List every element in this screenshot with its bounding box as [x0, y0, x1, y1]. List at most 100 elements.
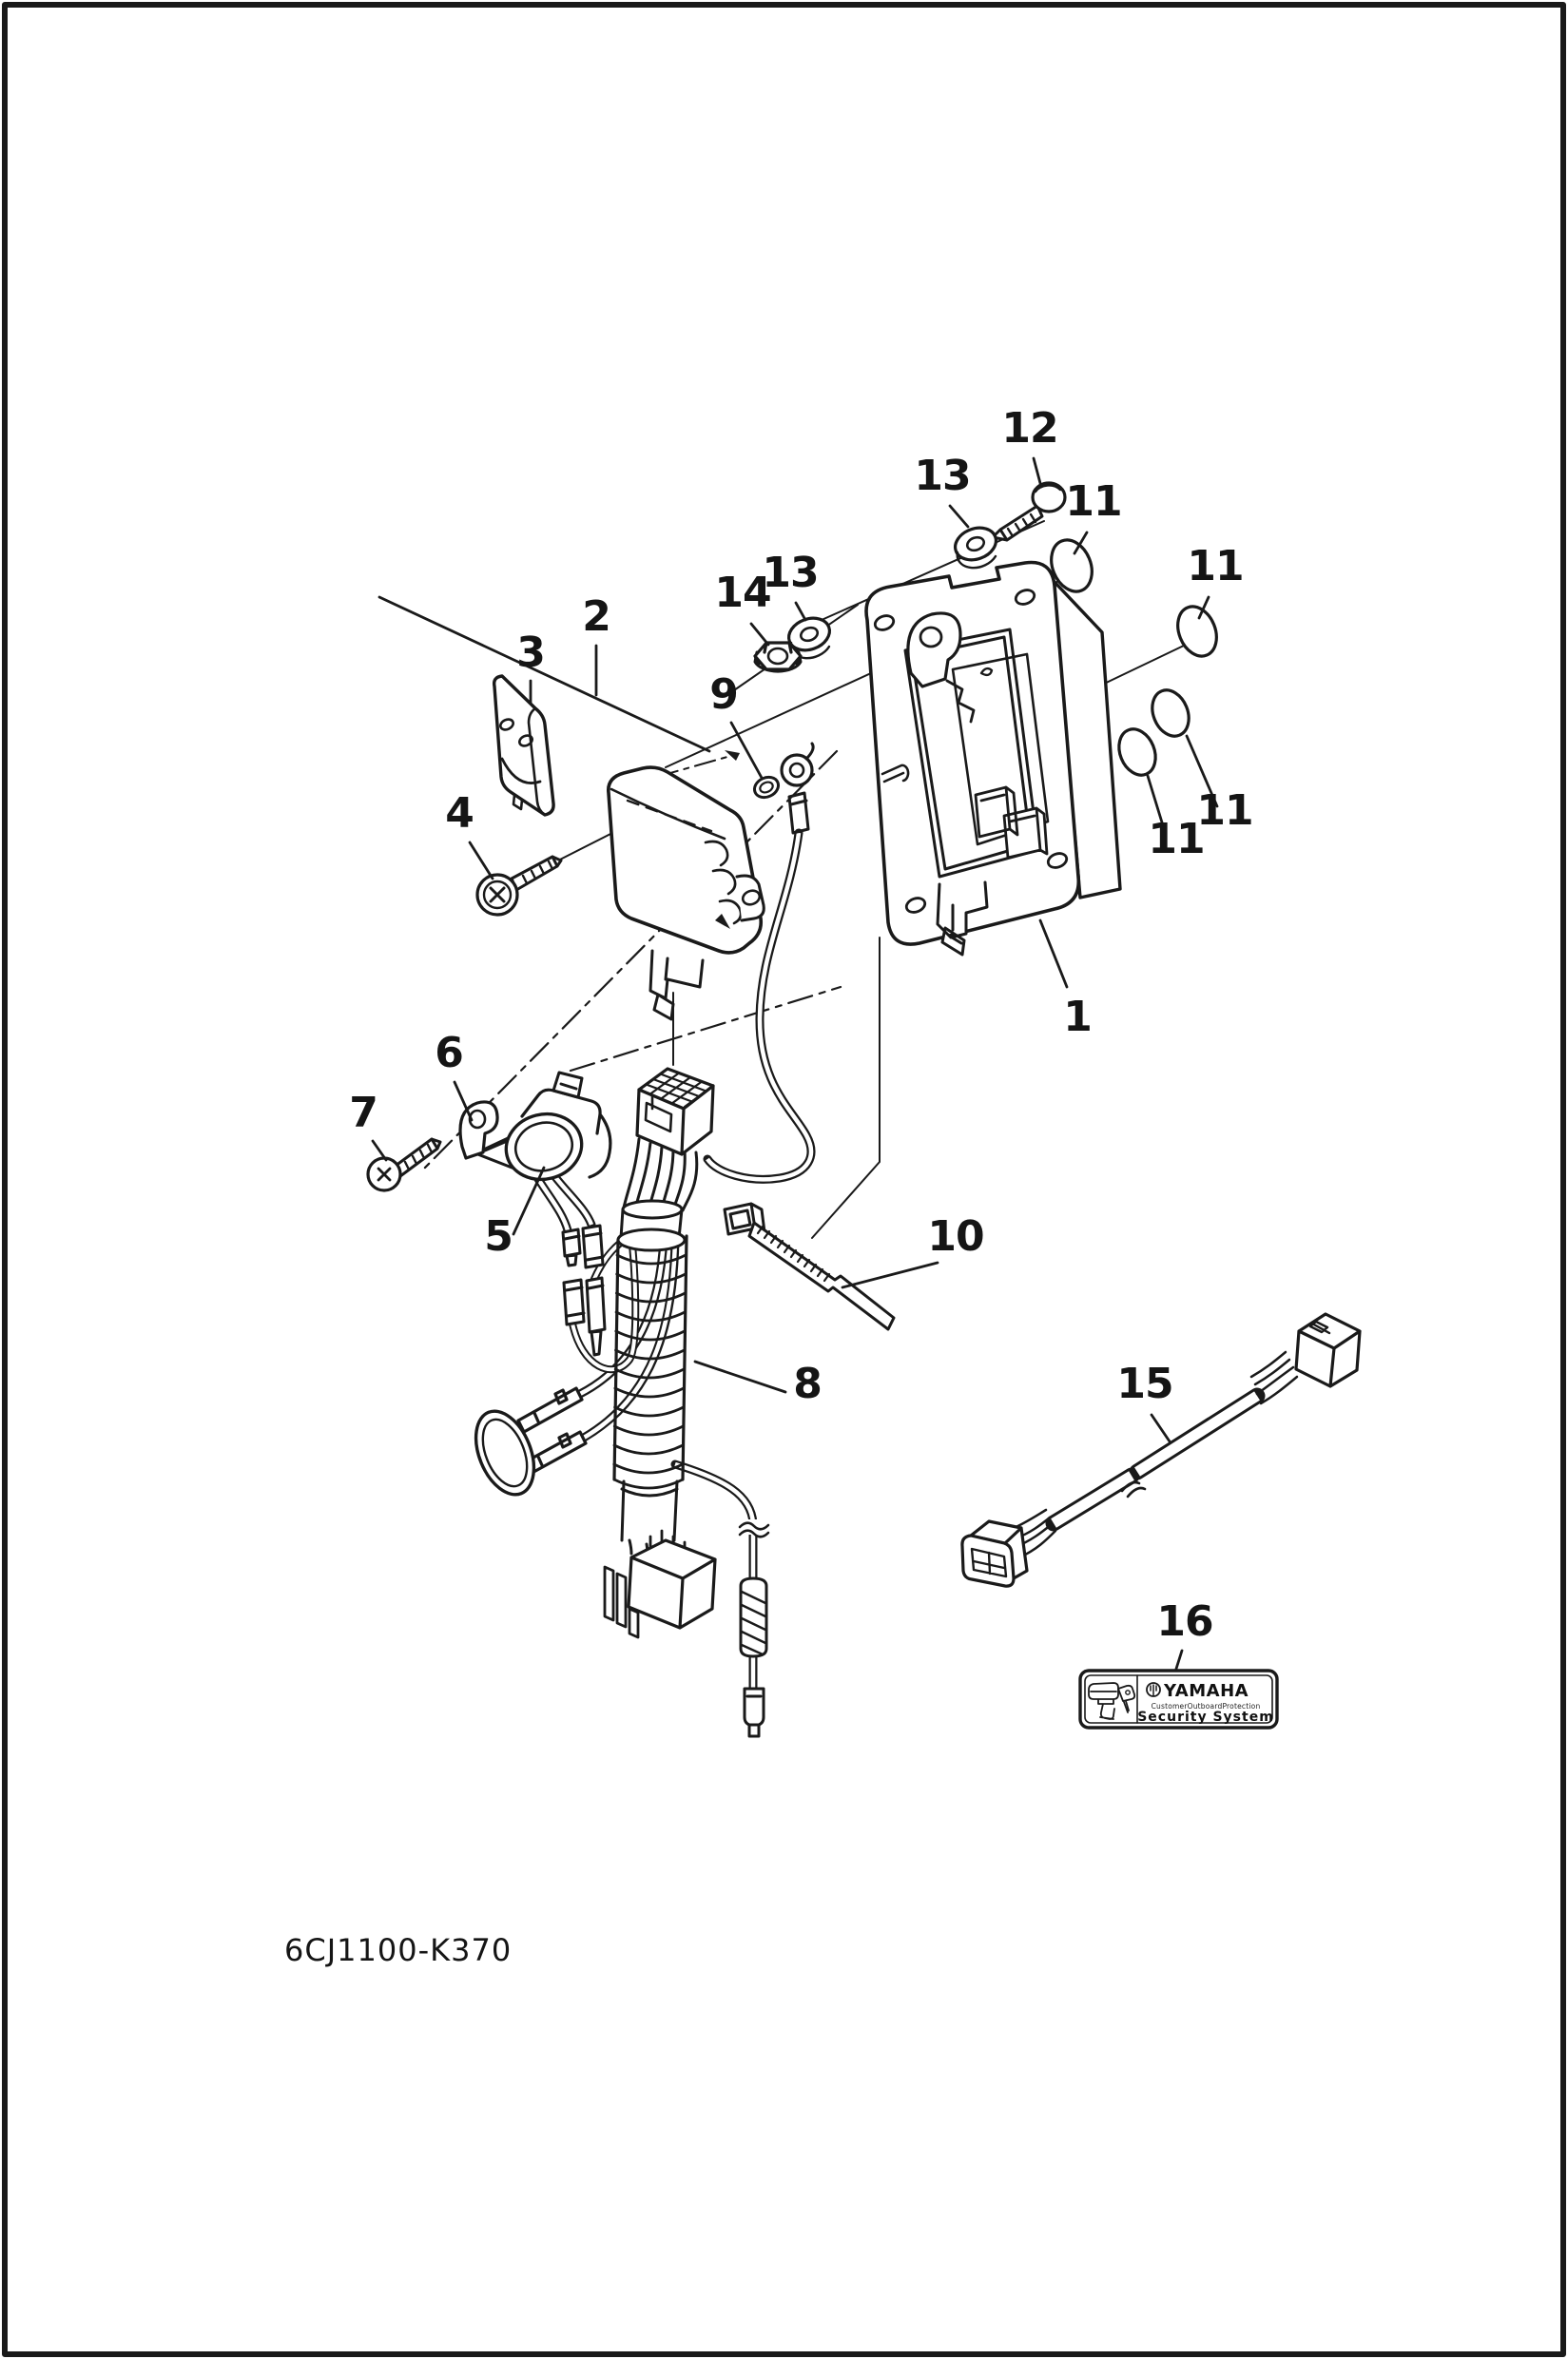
- callout-9: 9: [709, 670, 738, 719]
- tube-top-ring: [616, 1228, 687, 1252]
- mark-forks: [1150, 1684, 1157, 1696]
- callout-10: 10: [927, 1212, 983, 1261]
- bullet-female-upper: [581, 1224, 605, 1269]
- unit-bottom-tab: [648, 949, 705, 1021]
- flange-hole: [904, 897, 927, 914]
- part-12-screw: [991, 481, 1067, 542]
- bracket-back-wall: [951, 652, 1050, 846]
- washer13a-thickness: [956, 551, 997, 570]
- clamp-hole: [468, 1109, 487, 1130]
- tube-neck-ring: [621, 1199, 684, 1220]
- leader-13a: [948, 504, 970, 529]
- tube-ribs: [612, 1253, 687, 1475]
- harness-top-connector: [635, 1067, 715, 1156]
- cover-edge-line: [527, 706, 547, 817]
- bullet-male-upper: [561, 1228, 582, 1267]
- outboard-motor-glyph: [1088, 1682, 1119, 1720]
- screw12-threads: [1006, 512, 1037, 538]
- wire-break-mark: [738, 1521, 770, 1538]
- unit-socket-cavities: [704, 840, 743, 925]
- direction-arrowhead: [725, 750, 740, 761]
- axis-screw4: [555, 830, 617, 862]
- axis-connector-dashdot: [569, 985, 842, 1073]
- cap-d: [1117, 727, 1157, 777]
- bracket-mark: [979, 667, 994, 677]
- sticker-inner-border: [1084, 1674, 1273, 1724]
- leader-11a: [1073, 531, 1089, 555]
- leader-11d: [1146, 774, 1168, 837]
- callout-6: 6: [435, 1029, 463, 1077]
- sticker-title: Security System: [1137, 1710, 1274, 1725]
- cap-a: [1050, 538, 1094, 593]
- spiral-wrap-lines: [740, 1590, 767, 1656]
- mark-circle: [1146, 1682, 1161, 1697]
- callout-14: 14: [714, 569, 770, 617]
- callout-15: 15: [1116, 1360, 1172, 1408]
- lead-wires-left: [1010, 1508, 1057, 1559]
- o-ring-inner: [759, 781, 774, 794]
- sticker-subtitle: CustomerOutboardProtection: [1152, 1702, 1261, 1711]
- leader-11c: [1185, 734, 1219, 808]
- part-2-immobilizer-unit: [607, 765, 765, 1021]
- callout-11d: 11: [1148, 815, 1204, 863]
- connector-latch: [644, 1093, 673, 1133]
- screw4-phillips-icon: [489, 886, 506, 903]
- lead-connector-left-pins: [970, 1547, 1008, 1578]
- bullet-male-lower: [585, 1276, 607, 1357]
- callout-2: 2: [582, 592, 610, 641]
- prong-lower: [519, 1430, 588, 1478]
- lead-connector-left: [960, 1519, 1029, 1588]
- bracket-clip: [945, 679, 976, 724]
- nut-hex: [753, 641, 803, 671]
- lead-sleeve-core: [1051, 1391, 1260, 1528]
- leader-5: [512, 1166, 546, 1236]
- leader-4: [468, 841, 494, 880]
- bullet-connectors: [561, 1224, 607, 1357]
- flange-hole: [873, 614, 896, 631]
- tube-sides: [612, 1234, 688, 1481]
- leader-8: [693, 1360, 787, 1394]
- receiver-key-slot: [552, 1071, 584, 1099]
- callout-11a: 11: [1065, 477, 1121, 526]
- leader-15: [1150, 1413, 1171, 1443]
- lower-connector-body: [627, 1538, 717, 1630]
- screw4-head-inner: [482, 880, 513, 910]
- ring-terminal-eyelet: [780, 753, 814, 787]
- receiver-wire1-core: [536, 1177, 571, 1231]
- leader-6: [453, 1080, 474, 1122]
- axis-cap-b: [1097, 644, 1187, 687]
- screw12-head-line: [1034, 484, 1062, 493]
- leader-12: [1032, 456, 1043, 489]
- part-16-security-sticker: YAMAHA CustomerOutboardProtection Securi…: [1078, 1669, 1279, 1730]
- screw4-threads: [521, 860, 554, 885]
- plug-oval-inner: [481, 1418, 529, 1488]
- outboard-motor-with-key-icon: [1088, 1682, 1136, 1720]
- hook-tab-hole: [919, 626, 943, 648]
- bracket-stud: [881, 764, 910, 783]
- callout-12: 12: [1001, 404, 1057, 453]
- callout-8: 8: [793, 1360, 822, 1408]
- spiral-wrap-body: [739, 1576, 768, 1658]
- lead-connector-right-body: [1294, 1312, 1362, 1388]
- part-15-extension-lead: [960, 1312, 1362, 1588]
- leader-13b: [794, 601, 807, 622]
- ring-terminal-hole: [788, 762, 805, 779]
- callout-11c: 11: [1196, 786, 1252, 835]
- key-glyph: [1117, 1684, 1136, 1713]
- screw12-head: [1031, 481, 1067, 513]
- leader-7: [371, 1139, 388, 1162]
- ring-wire-core: [706, 832, 814, 1182]
- wire-end-terminal: [743, 1687, 765, 1738]
- callout-7: 7: [349, 1089, 377, 1137]
- leader-10: [841, 1261, 939, 1289]
- callout-5: 5: [484, 1212, 513, 1261]
- axis-housing-tie: [811, 937, 881, 1239]
- prong-wire2-core: [582, 1237, 678, 1440]
- sticker-brand: YAMAHA: [1163, 1681, 1249, 1701]
- flange-hole: [1046, 852, 1069, 869]
- callout-16: 16: [1156, 1597, 1212, 1646]
- unit-dash-line: [626, 799, 713, 833]
